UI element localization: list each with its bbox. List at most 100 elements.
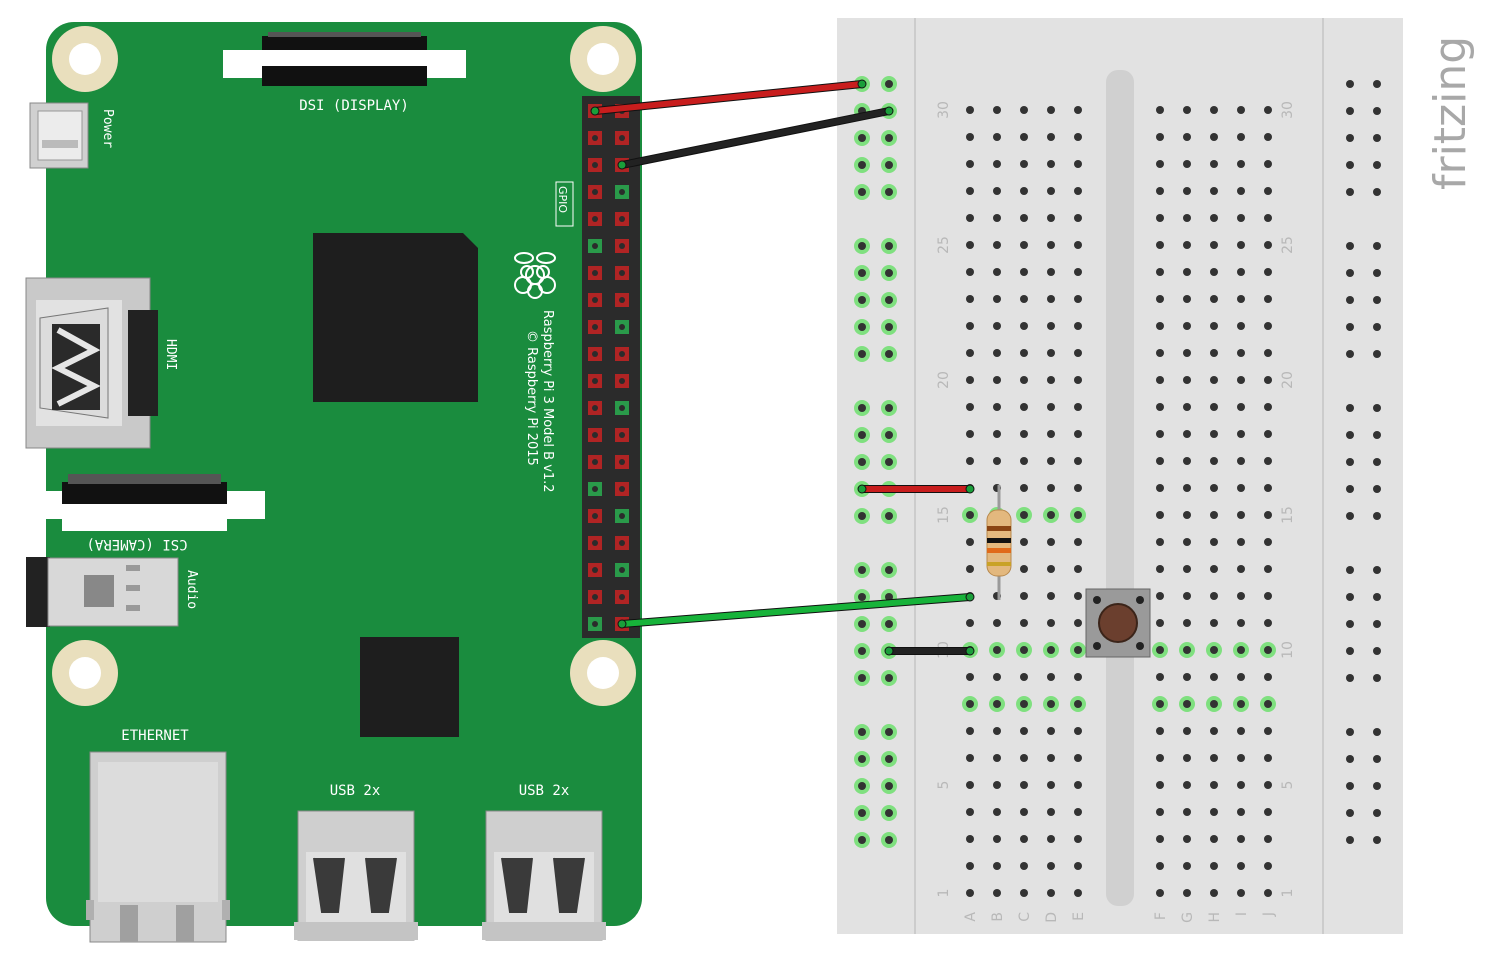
- row-label-right: 5: [1280, 781, 1296, 790]
- mounting-hole-top-left: [52, 26, 118, 92]
- breadboard-hole: [993, 295, 1001, 303]
- breadboard-hole: [1237, 592, 1245, 600]
- breadboard-hole: [1156, 484, 1164, 492]
- breadboard-hole: [1237, 214, 1245, 222]
- power-rail-hole: [858, 566, 866, 574]
- breadboard-hole: [1210, 619, 1218, 627]
- breadboard-hole: [1183, 673, 1191, 681]
- breadboard-hole: [1020, 781, 1028, 789]
- breadboard-hole: [1237, 484, 1245, 492]
- power-rail-hole: [885, 782, 893, 790]
- breadboard-hole: [1020, 403, 1028, 411]
- breadboard-hole: [1020, 295, 1028, 303]
- power-rail-hole: [885, 242, 893, 250]
- breadboard-hole: [1020, 376, 1028, 384]
- breadboard-hole: [1183, 889, 1191, 897]
- copyright-label: © Raspberry Pi 2015: [524, 330, 539, 466]
- breadboard-hole: [1156, 133, 1164, 141]
- power-rail-hole: [1373, 674, 1381, 682]
- breadboard-hole: [1183, 160, 1191, 168]
- power-rail-hole: [1373, 269, 1381, 277]
- breadboard-hole: [1047, 592, 1055, 600]
- breadboard-hole: [1047, 511, 1055, 519]
- breadboard-hole: [1074, 241, 1082, 249]
- breadboard-hole: [1047, 889, 1055, 897]
- power-rail-hole: [1373, 593, 1381, 601]
- breadboard-hole: [1047, 214, 1055, 222]
- breadboard-hole: [1020, 106, 1028, 114]
- csi-connector: CSI (CAMERA): [46, 474, 265, 552]
- breadboard-hole: [1074, 862, 1082, 870]
- breadboard-hole: [1020, 160, 1028, 168]
- breadboard-hole: [1237, 349, 1245, 357]
- breadboard-hole: [1047, 187, 1055, 195]
- column-label: D: [1044, 912, 1060, 923]
- breadboard-hole: [1183, 295, 1191, 303]
- breadboard-hole: [1237, 106, 1245, 114]
- breadboard-hole: [1210, 430, 1218, 438]
- mounting-hole-bottom-right: [570, 640, 636, 706]
- breadboard-hole: [1210, 187, 1218, 195]
- power-rail-hole: [1346, 107, 1354, 115]
- mounting-hole-top-right: [570, 26, 636, 92]
- power-rail-hole: [858, 350, 866, 358]
- breadboard-hole: [1020, 592, 1028, 600]
- breadboard-hole: [1074, 511, 1082, 519]
- breadboard-hole: [966, 781, 974, 789]
- breadboard-hole: [1074, 619, 1082, 627]
- breadboard-hole: [1183, 700, 1191, 708]
- power-rail-hole: [858, 674, 866, 682]
- breadboard-hole: [993, 106, 1001, 114]
- breadboard-hole: [966, 619, 974, 627]
- breadboard-hole: [966, 511, 974, 519]
- breadboard-hole: [1210, 592, 1218, 600]
- power-rail-hole: [1346, 80, 1354, 88]
- power-rail-hole: [1346, 593, 1354, 601]
- breadboard-hole: [1047, 673, 1055, 681]
- breadboard-hole: [1074, 268, 1082, 276]
- power-rail-hole: [858, 620, 866, 628]
- breadboard-hole: [1264, 808, 1272, 816]
- breadboard-hole: [1020, 187, 1028, 195]
- power-rail-hole: [858, 647, 866, 655]
- breadboard-hole: [1264, 673, 1272, 681]
- breadboard-hole: [1237, 835, 1245, 843]
- row-label-right: 10: [1280, 641, 1296, 659]
- power-rail-hole: [1373, 323, 1381, 331]
- power-rail-hole: [1373, 512, 1381, 520]
- power-label: Power: [100, 109, 115, 148]
- breadboard-hole: [1156, 187, 1164, 195]
- dsi-connector: DSI (DISPLAY): [223, 32, 466, 114]
- breadboard-hole: [1074, 673, 1082, 681]
- breadboard-hole: [993, 889, 1001, 897]
- push-button[interactable]: [1085, 588, 1151, 658]
- breadboard-hole: [1264, 214, 1272, 222]
- raspberry-pi-board: DSI (DISPLAY) Power HDMI CSI (CAMERA): [25, 22, 642, 943]
- row-label-left: 15: [936, 506, 952, 524]
- breadboard-hole: [1156, 862, 1164, 870]
- breadboard-hole: [966, 403, 974, 411]
- audio-jack: Audio: [26, 557, 199, 627]
- signal-wire: [617, 592, 975, 629]
- breadboard-hole: [1264, 349, 1272, 357]
- breadboard-hole: [1183, 538, 1191, 546]
- breadboard-hole: [1210, 646, 1218, 654]
- breadboard-hole: [1237, 187, 1245, 195]
- breadboard-hole: [1047, 133, 1055, 141]
- power-rail-hole: [858, 296, 866, 304]
- breadboard-hole: [1264, 538, 1272, 546]
- breadboard-hole: [1237, 700, 1245, 708]
- breadboard-hole: [1020, 133, 1028, 141]
- breadboard-hole: [1210, 754, 1218, 762]
- power-rail-hole: [1346, 647, 1354, 655]
- breadboard-hole: [1210, 511, 1218, 519]
- breadboard-hole: [1264, 862, 1272, 870]
- gpio-label: GPIO: [556, 186, 569, 213]
- power-rail-hole: [1346, 134, 1354, 142]
- breadboard-hole: [1264, 160, 1272, 168]
- breadboard-hole: [1237, 403, 1245, 411]
- column-label: E: [1071, 912, 1087, 921]
- breadboard-hole: [1156, 889, 1164, 897]
- breadboard-hole: [966, 187, 974, 195]
- breadboard-hole: [1020, 889, 1028, 897]
